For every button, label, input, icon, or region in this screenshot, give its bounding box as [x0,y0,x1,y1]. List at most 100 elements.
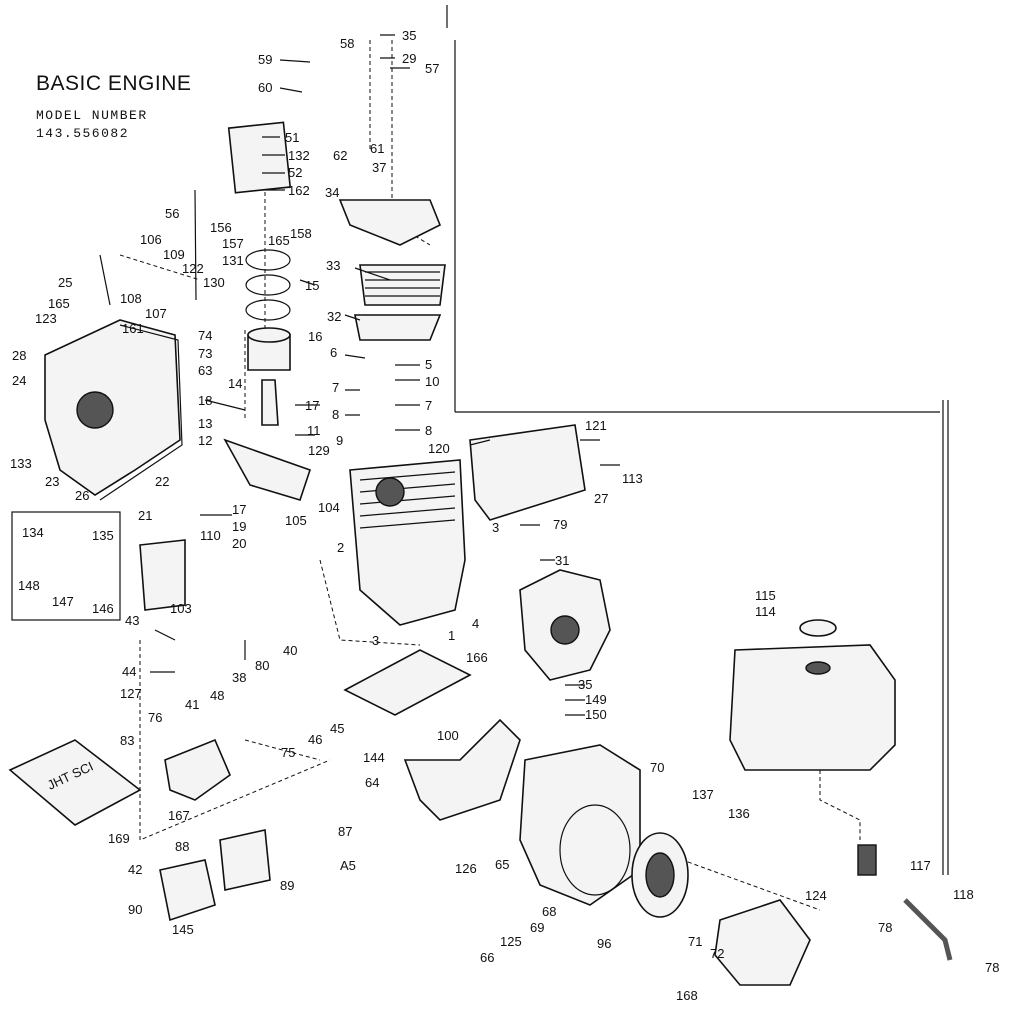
callout-70: 70 [650,760,664,775]
callout-120: 120 [428,441,450,456]
callout-57: 57 [425,61,439,76]
callout-133: 133 [10,456,32,471]
callout-13: 13 [198,416,212,431]
callout-21: 21 [138,508,152,523]
callout-118: 118 [953,887,974,902]
callout-4: 4 [472,616,479,631]
callout-40: 40 [283,643,297,658]
callout-134: 134 [22,525,44,540]
callout-26: 26 [75,488,89,503]
callout-68: 68 [542,904,556,919]
callout-34: 34 [325,185,339,200]
callout-43: 43 [125,613,139,628]
callout-9: 9 [336,433,343,448]
callout-19: 19 [232,519,246,534]
callout-78-lower: 78 [985,960,999,975]
callout-60: 60 [258,80,272,95]
callout-145: 145 [172,922,194,937]
callout-73: 73 [198,346,212,361]
callout-158: 158 [290,226,312,241]
callout-65: 65 [495,857,509,872]
callout-5: 5 [425,357,432,372]
callout-35-top: 35 [402,28,416,43]
callout-32: 32 [327,309,341,324]
callout-103: 103 [170,601,192,616]
callout-24: 24 [12,373,26,388]
callout-16: 16 [308,329,322,344]
callout-166: 166 [466,650,488,665]
callout-126: 126 [455,861,477,876]
callout-27: 27 [594,491,608,506]
callout-48: 48 [210,688,224,703]
model-label: MODEL NUMBER [36,108,148,123]
callout-90: 90 [128,902,142,917]
diagram-title: BASIC ENGINE [36,72,192,95]
callout-80: 80 [255,658,269,673]
callout-29: 29 [402,51,416,66]
callout-135: 135 [92,528,114,543]
callout-42: 42 [128,862,142,877]
callout-169: 169 [108,831,130,846]
callout-113: 113 [622,471,643,486]
callout-115: 115 [755,588,776,603]
callout-87: 87 [338,824,352,839]
callout-156: 156 [210,220,232,235]
callout-110: 110 [200,528,221,543]
callout-168: 168 [676,988,698,1003]
callout-64: 64 [365,775,379,790]
callout-79: 79 [553,517,567,532]
callout-161: 161 [122,321,144,336]
callout-107: 107 [145,306,167,321]
callout-17-lower: 17 [232,502,246,517]
callout-109: 109 [163,247,185,262]
callout-125: 125 [500,934,522,949]
callout-2: 2 [337,540,344,555]
callout-7-left: 7 [332,380,339,395]
callout-157: 157 [222,236,244,251]
callout-10: 10 [425,374,439,389]
callout-100: 100 [437,728,459,743]
callout-1: 1 [448,628,455,643]
callout-46: 46 [308,732,322,747]
callout-44: 44 [122,664,136,679]
callout-76: 76 [148,710,162,725]
callout-114: 114 [755,604,776,619]
callout-52: 52 [288,165,302,180]
callout-121: 121 [585,418,607,433]
callout-108: 108 [120,291,142,306]
callout-11: 11 [307,423,321,438]
callout-74: 74 [198,328,212,343]
callout-69: 69 [530,920,544,935]
callout-129: 129 [308,443,330,458]
callout-83: 83 [120,733,134,748]
callout-88: 88 [175,839,189,854]
callout-25: 25 [58,275,72,290]
callout-3-lower: 3 [372,633,379,648]
callout-144: 144 [363,750,385,765]
callout-75: 75 [281,745,295,760]
callout-137: 137 [692,787,714,802]
callout-8-right: 8 [425,423,432,438]
callout-labels: 35 29 57 58 59 60 51 132 52 162 61 62 37… [10,28,999,1003]
callout-51: 51 [285,130,299,145]
callout-62: 62 [333,148,347,163]
callout-122: 122 [182,261,204,276]
callout-58: 58 [340,36,354,51]
callout-124: 124 [805,888,827,903]
callout-18: 18 [198,393,212,408]
model-number: 143.556082 [36,126,130,141]
callout-89: 89 [280,878,294,893]
callout-150: 150 [585,707,607,722]
callout-63: 63 [198,363,212,378]
callout-22: 22 [155,474,169,489]
callout-23: 23 [45,474,59,489]
callout-6: 6 [330,345,337,360]
callout-130: 130 [203,275,225,290]
callout-31: 31 [555,553,569,568]
callout-146: 146 [92,601,114,616]
callout-45: 45 [330,721,344,736]
callout-41: 41 [185,697,199,712]
callout-61: 61 [370,141,384,156]
